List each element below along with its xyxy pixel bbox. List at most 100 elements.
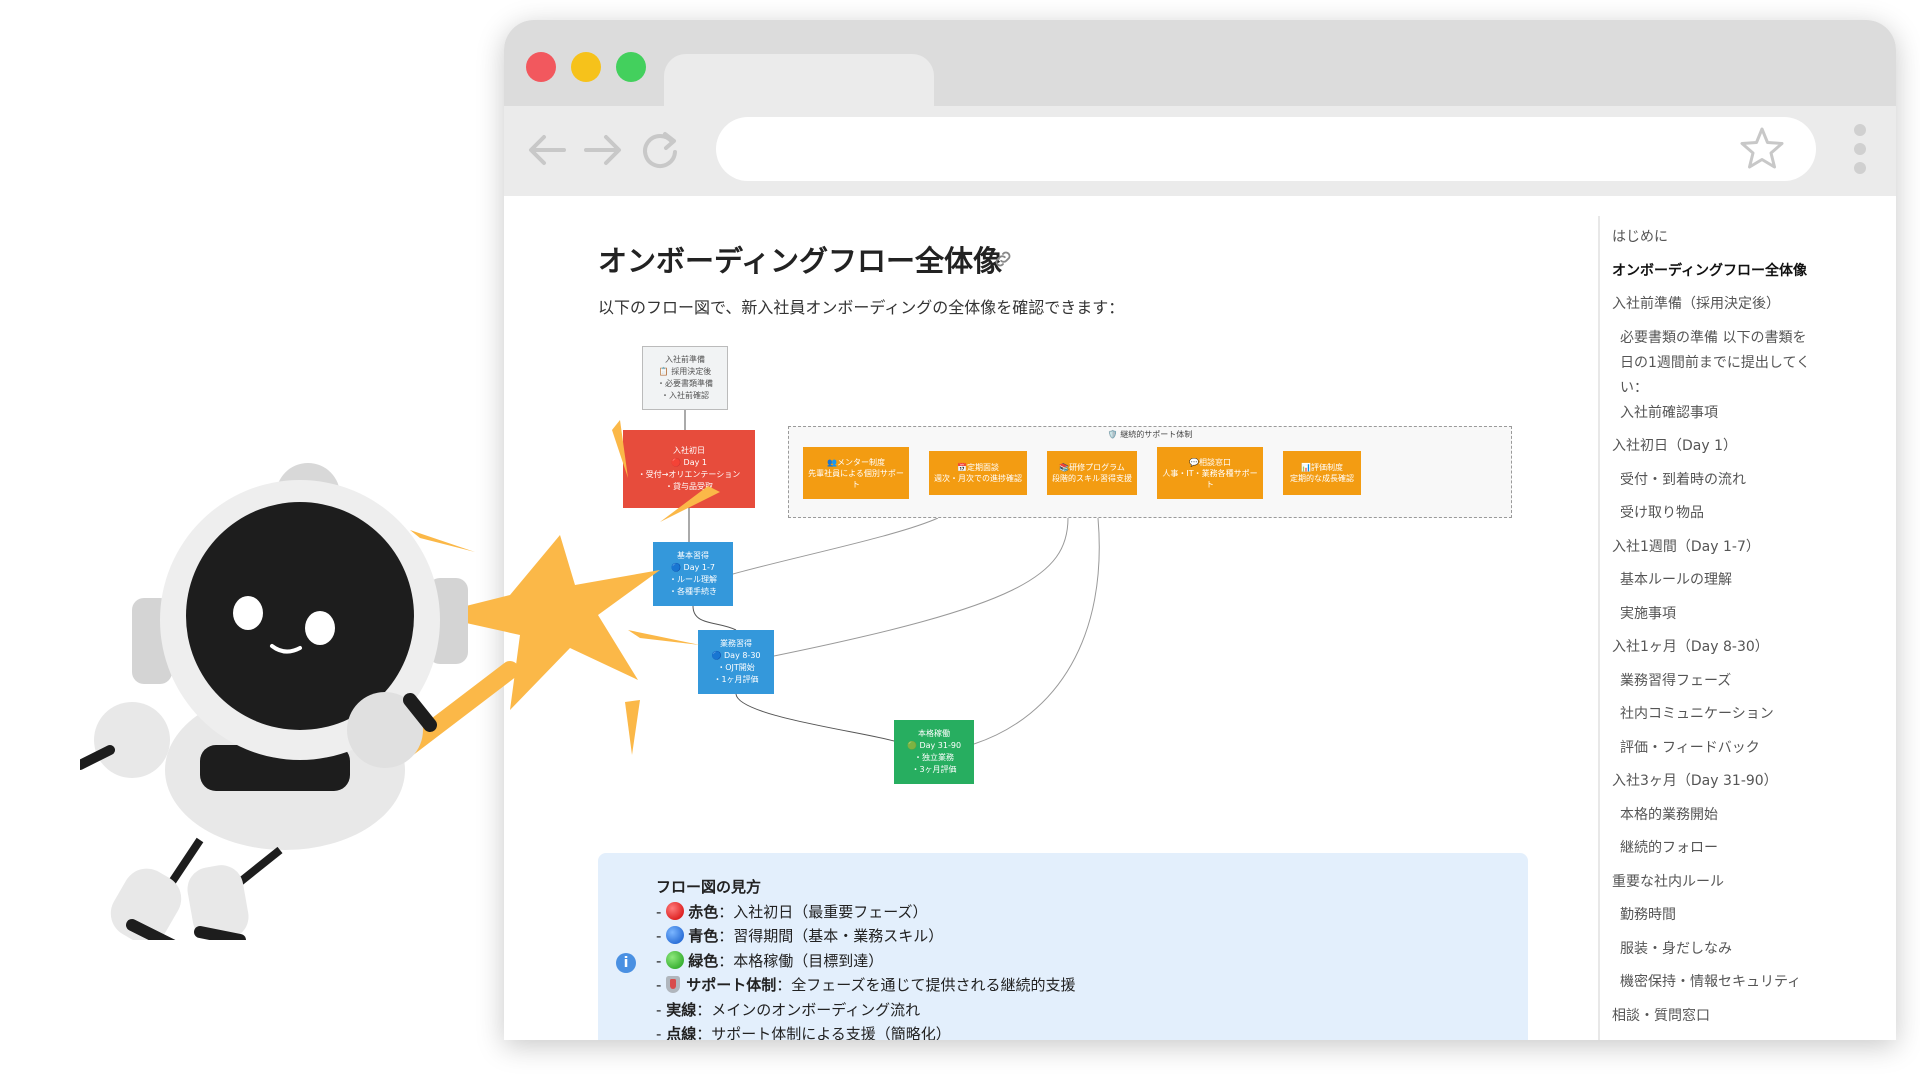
- toc-item[interactable]: 実施事項: [1620, 605, 1676, 622]
- shield-icon: [666, 976, 681, 993]
- page-title: オンボーディングフロー全体像: [598, 244, 1002, 278]
- toc-item[interactable]: 入社前確認事項: [1620, 404, 1718, 421]
- node-line: 🔵 Day 1-7: [671, 563, 715, 572]
- toc-item[interactable]: オンボーディングフロー全体像: [1612, 262, 1808, 279]
- page-content: オンボーディングフロー全体像 以下のフロー図で、新入社員オンボーディングの全体像…: [504, 196, 1896, 1040]
- node-line: 段階的スキル習得支援: [1052, 474, 1132, 483]
- flow-legend-infobox: i フロー図の見方 - 赤色：入社初日（最重要フェーズ） - 青色：習得期間（基…: [598, 853, 1528, 1040]
- blue-circle-icon: [666, 926, 685, 944]
- toc-item[interactable]: 入社3ヶ月（Day 31-90）: [1612, 773, 1778, 789]
- node-line: ・受付→オリエンテーション: [637, 470, 741, 479]
- legend-item: - 緑色：本格稼働（目標到達）: [656, 950, 884, 970]
- browser-toolbar: [504, 106, 1896, 196]
- flow-node-day1: 入社初日 🔴 Day 1 ・受付→オリエンテーション ・貸与品受取: [623, 430, 755, 508]
- legend-item: - 赤色：入社初日（最重要フェーズ）: [656, 901, 928, 921]
- node-title: 📅定期面談: [957, 463, 999, 472]
- toc-item[interactable]: 服装・身だしなみ: [1620, 940, 1732, 957]
- back-arrow-icon[interactable]: [520, 122, 576, 178]
- node-line: ・独立業務: [914, 753, 954, 762]
- flow-node-week1: 基本習得 🔵 Day 1-7 ・ルール理解 ・各種手続き: [653, 542, 733, 606]
- node-title: 基本習得: [677, 551, 709, 560]
- node-line: ・ルール理解: [669, 575, 717, 584]
- bookmark-star-icon[interactable]: [1738, 125, 1786, 173]
- toc-item[interactable]: 受付・到着時の流れ: [1620, 471, 1746, 488]
- flow-node-month3: 本格稼働 🟢 Day 31-90 ・独立業務 ・3ヶ月評価: [894, 720, 974, 784]
- support-node-training: 📚研修プログラム 段階的スキル習得支援: [1047, 451, 1137, 495]
- node-title: 本格稼働: [918, 729, 950, 738]
- star-icon: [430, 535, 660, 710]
- toc-item[interactable]: 人事・労務関連: [1620, 1038, 1718, 1040]
- toc-item[interactable]: はじめに: [1612, 229, 1668, 245]
- toc-item[interactable]: 受け取り物品: [1620, 505, 1704, 521]
- node-line: 🔵 Day 8-30: [711, 651, 761, 660]
- node-line: ・OJT開始: [717, 663, 755, 672]
- toc-item[interactable]: 評価・フィードバック: [1620, 739, 1760, 756]
- toc-item[interactable]: 入社1ヶ月（Day 8-30）: [1612, 639, 1769, 655]
- toc-item[interactable]: 本格的業務開始: [1620, 806, 1718, 823]
- toc-item[interactable]: 重要な社内ルール: [1612, 873, 1724, 890]
- node-title: 👥メンター制度: [827, 457, 885, 467]
- toc-item[interactable]: い：: [1620, 379, 1648, 396]
- node-title: 入社初日: [673, 446, 705, 455]
- title-bar: [504, 20, 1896, 110]
- node-line: 人事・IT・業務各種サポート: [1162, 468, 1258, 489]
- toc-item[interactable]: 勤務時間: [1620, 907, 1676, 923]
- toc-item[interactable]: 必要書類の準備 以下の書類を: [1620, 329, 1807, 346]
- toc-item[interactable]: 基本ルールの理解: [1620, 572, 1732, 588]
- support-node-mentor: 👥メンター制度 先輩社員による個別サポート: [803, 447, 909, 499]
- address-bar[interactable]: [716, 117, 1816, 181]
- toc-item[interactable]: 継続的フォロー: [1620, 840, 1718, 856]
- node-line: 🟢 Day 31-90: [906, 741, 962, 750]
- toc-item[interactable]: 社内コミュニケーション: [1620, 706, 1774, 722]
- node-title: 💬相談窓口: [1189, 457, 1231, 467]
- node-line: 週次・月次での進捗確認: [934, 474, 1022, 483]
- node-line: 定期的な成長確認: [1290, 474, 1354, 483]
- toc-active-marker: [1598, 254, 1600, 280]
- robot-mascot-illustration: [80, 420, 720, 940]
- node-line: ・貸与品受取: [665, 482, 713, 491]
- green-circle-icon: [666, 950, 685, 969]
- node-title: 業務習得: [720, 639, 752, 648]
- legend-item: - 青色：習得期間（基本・業務スキル）: [656, 926, 944, 945]
- toc-item[interactable]: 相談・質問窓口: [1612, 1007, 1710, 1024]
- support-node-helpdesk: 💬相談窓口 人事・IT・業務各種サポート: [1157, 447, 1263, 499]
- close-window-button[interactable]: [526, 52, 556, 82]
- support-system-group: 🛡️ 継続的サポート体制 👥メンター制度 先輩社員による個別サポート 📅定期面談…: [788, 426, 1512, 518]
- node-title: 📚研修プログラム: [1059, 463, 1125, 472]
- legend-item: - 点線：サポート体制による支援（簡略化）: [656, 1025, 951, 1040]
- info-icon: i: [616, 953, 636, 973]
- minimize-window-button[interactable]: [571, 52, 601, 82]
- link-icon[interactable]: [992, 248, 1014, 270]
- flow-connectors: [684, 410, 1100, 745]
- forward-arrow-icon[interactable]: [574, 122, 630, 178]
- menu-kebab-icon[interactable]: [1854, 124, 1868, 180]
- node-line: ・3ヶ月評価: [911, 765, 957, 774]
- reload-icon[interactable]: [632, 122, 688, 178]
- legend-item: - 実線：メインのオンボーディング流れ: [656, 1000, 921, 1019]
- node-title: 📊評価制度: [1301, 463, 1343, 472]
- browser-tab[interactable]: [664, 54, 934, 110]
- node-line: 🔴 Day 1: [671, 458, 707, 467]
- onboarding-flow-diagram: 入社前準備 📋 採用決定後 ・必要書類準備 ・入社前確認 入社初日 🔴 Day …: [598, 336, 1518, 836]
- node-title: 入社前準備: [665, 355, 705, 364]
- table-of-contents: はじめにオンボーディングフロー全体像入社前準備（採用決定後） 必要書類の準備 以下…: [1598, 216, 1890, 1040]
- intro-text: 以下のフロー図で、新入社員オンボーディングの全体像を確認できます：: [598, 298, 1125, 317]
- toc-item[interactable]: 機密保持・情報セキュリティ: [1620, 974, 1802, 990]
- maximize-window-button[interactable]: [616, 52, 646, 82]
- toc-item[interactable]: 入社前準備（採用決定後）: [1612, 296, 1780, 312]
- toc-item[interactable]: 日の1週間前までに提出してく: [1620, 354, 1811, 371]
- browser-window: オンボーディングフロー全体像 以下のフロー図で、新入社員オンボーディングの全体像…: [504, 20, 1896, 1040]
- legend-title: フロー図の見方: [656, 878, 762, 896]
- node-line: ・1ヶ月評価: [713, 675, 759, 684]
- toc-item[interactable]: 入社初日（Day 1）: [1612, 438, 1738, 454]
- support-node-meetings: 📅定期面談 週次・月次での進捗確認: [929, 451, 1027, 495]
- flow-node-month1: 業務習得 🔵 Day 8-30 ・OJT開始 ・1ヶ月評価: [698, 630, 774, 694]
- toc-item[interactable]: 業務習得フェーズ: [1620, 672, 1732, 689]
- node-line: 先輩社員による個別サポート: [808, 468, 904, 489]
- node-line: ・各種手続き: [669, 587, 717, 596]
- node-line: ・必要書類準備: [657, 379, 713, 388]
- flow-node-pre-onboarding: 入社前準備 📋 採用決定後 ・必要書類準備 ・入社前確認: [642, 346, 728, 410]
- toc-item[interactable]: 入社1週間（Day 1-7）: [1612, 538, 1760, 555]
- support-node-evaluation: 📊評価制度 定期的な成長確認: [1283, 451, 1361, 495]
- red-circle-icon: [666, 901, 685, 920]
